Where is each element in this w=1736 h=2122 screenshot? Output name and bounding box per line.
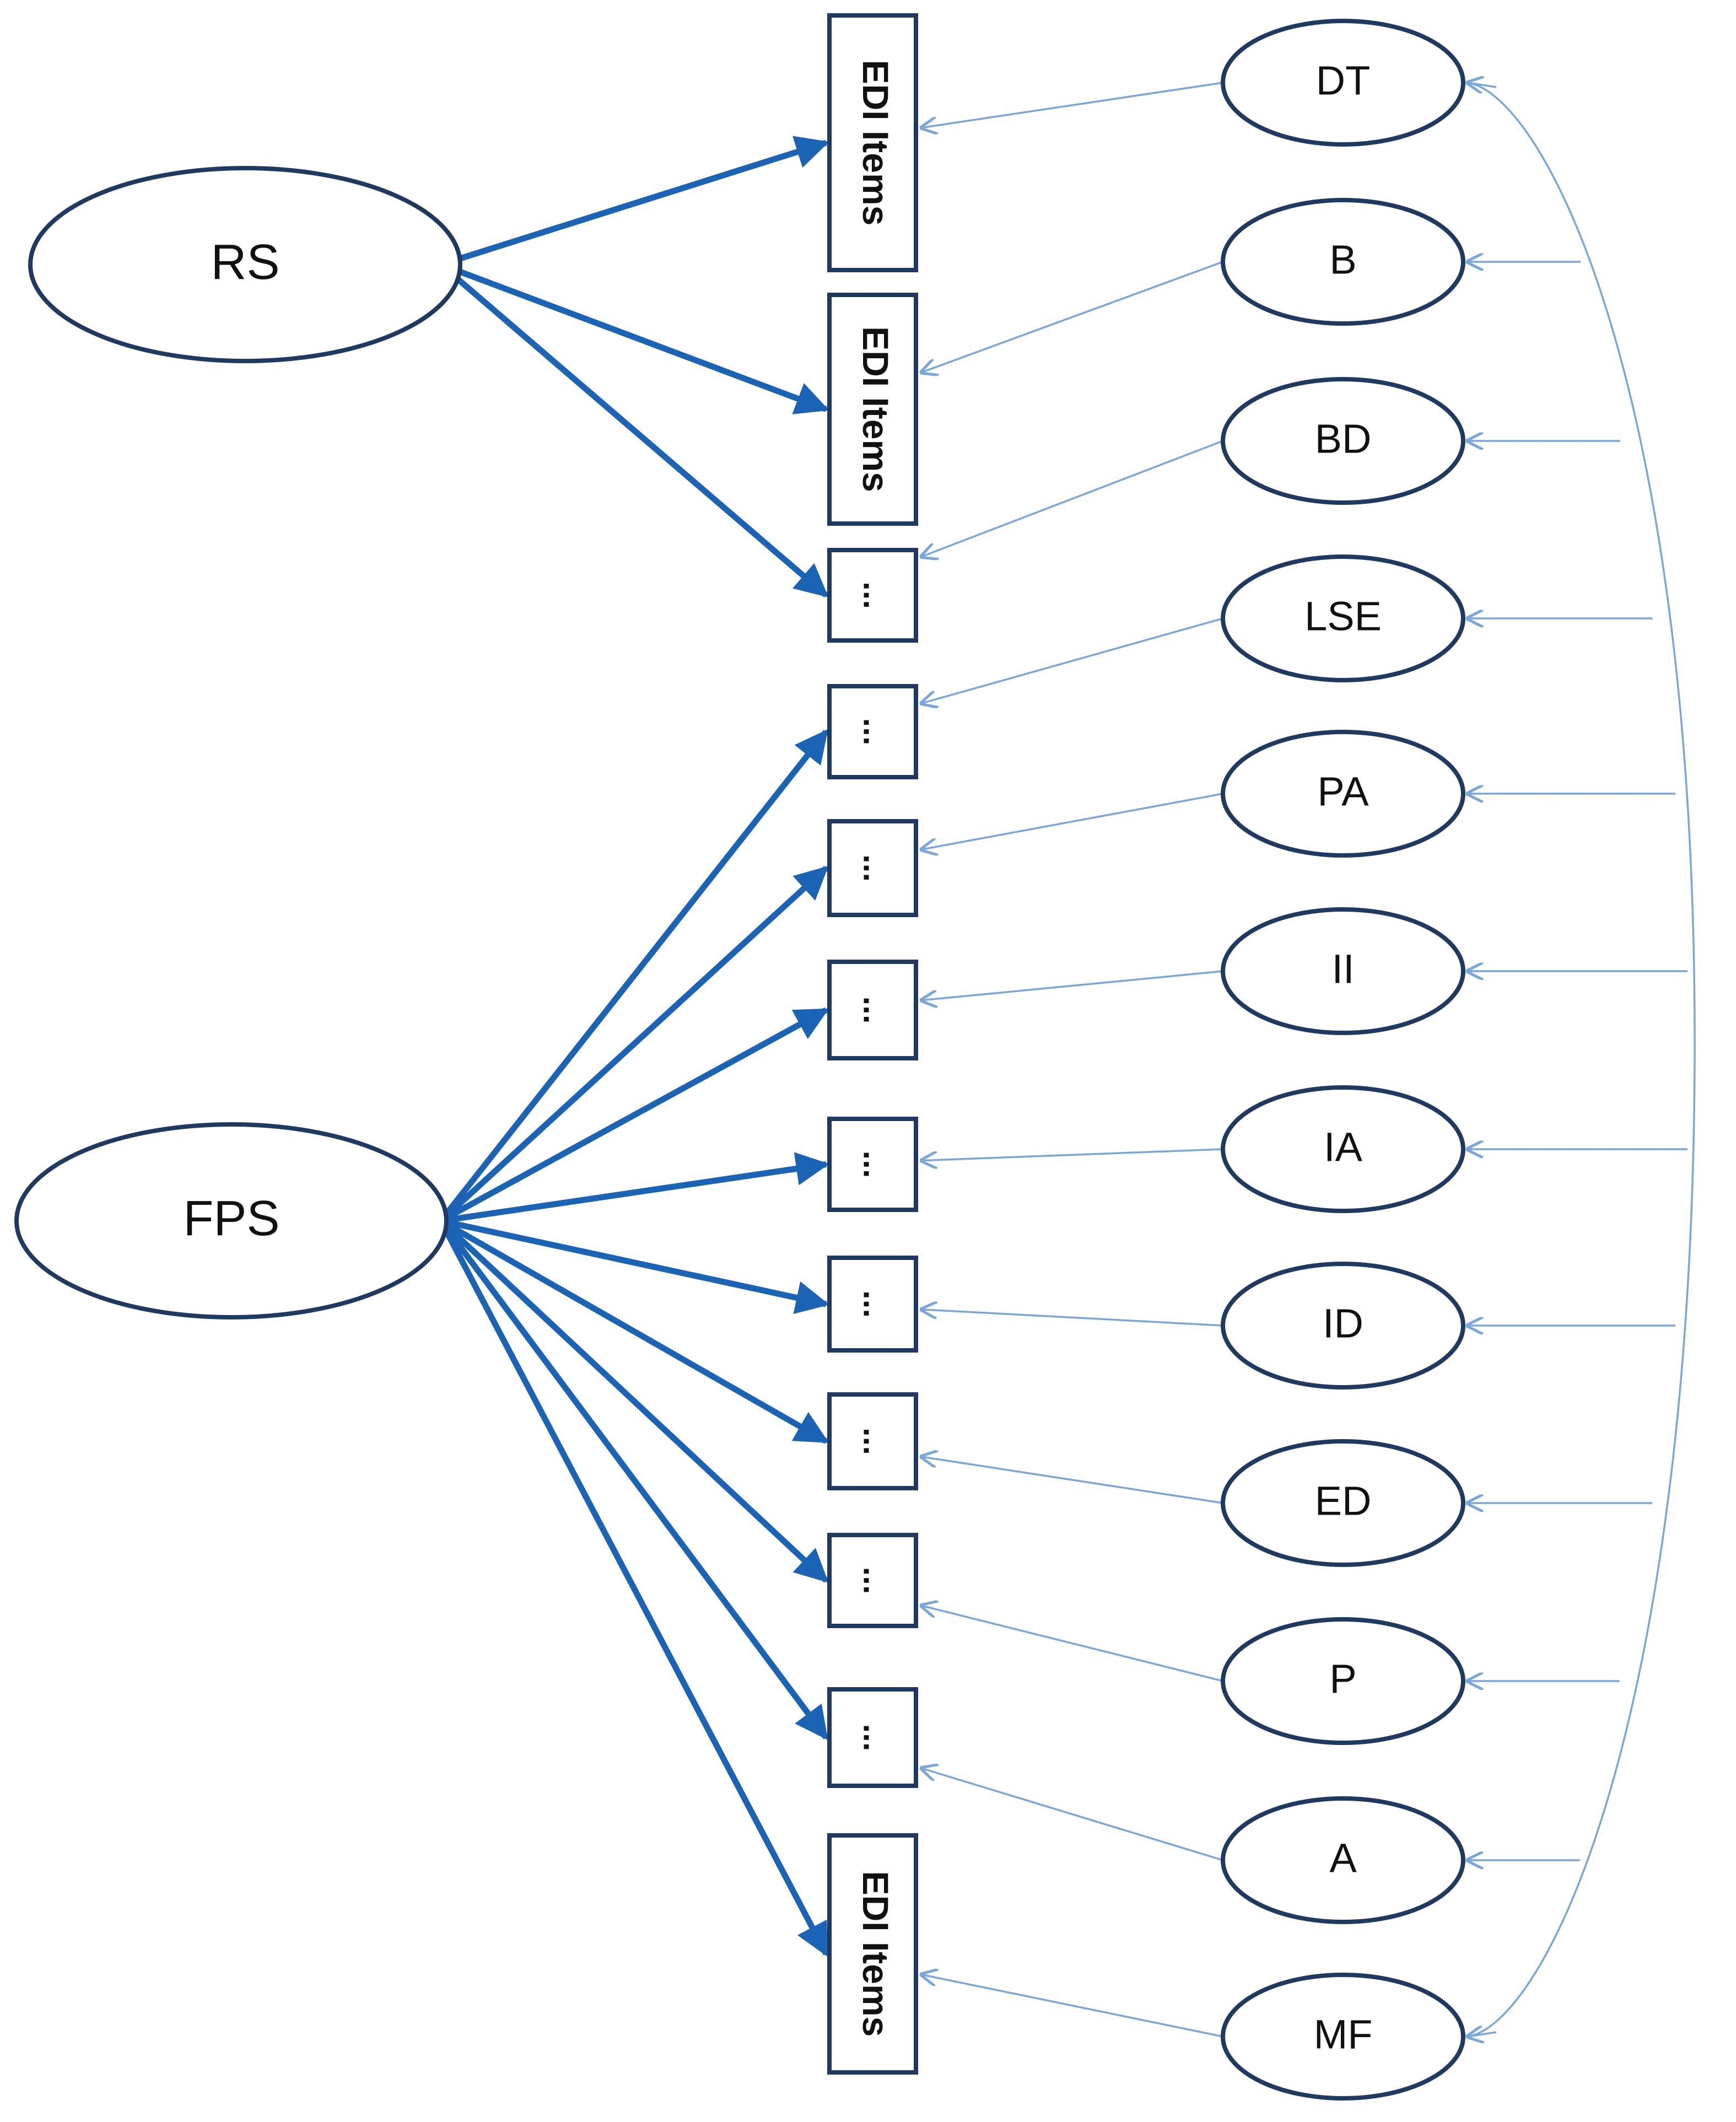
subscale-arrow-ia-item-7 bbox=[921, 1148, 1223, 1161]
loading-arrow-rs-item-3 bbox=[439, 262, 829, 598]
loading-arrow-rs-item-1 bbox=[440, 136, 829, 268]
item-box-8: ... bbox=[827, 1256, 918, 1353]
covariance-arrowhead-bottom bbox=[1468, 2032, 1497, 2037]
subscale-node-id: ID bbox=[1221, 1262, 1465, 1389]
subscale-arrow-dt-item-1 bbox=[921, 82, 1223, 128]
subscale-node-a: A bbox=[1221, 1796, 1465, 1924]
item-label-11: ... bbox=[857, 1724, 894, 1751]
subscale-label-ia: IA bbox=[1324, 1124, 1363, 1170]
subscale-arrow-ed-item-9 bbox=[921, 1457, 1223, 1504]
subscale-label-ed: ED bbox=[1315, 1478, 1372, 1524]
loading-arrow-rs-item-2 bbox=[440, 261, 829, 414]
subscale-label-lse: LSE bbox=[1304, 594, 1382, 639]
subscale-label-ii: II bbox=[1331, 946, 1354, 992]
loading-arrow-fps-item-8 bbox=[440, 1218, 829, 1315]
item-label-4: ... bbox=[857, 718, 894, 745]
subscale-label-bd: BD bbox=[1315, 416, 1372, 462]
subscale-label-p: P bbox=[1329, 1656, 1356, 1702]
subscale-arrow-a-item-11 bbox=[921, 1768, 1223, 1861]
subscale-label-pa: PA bbox=[1317, 769, 1369, 815]
subscale-arrow-bd-item-3 bbox=[921, 440, 1223, 557]
item-box-3: ... bbox=[827, 548, 918, 643]
factor-node-fps: FPS bbox=[14, 1122, 449, 1319]
subscale-node-ii: II bbox=[1221, 907, 1465, 1035]
covariance-curve bbox=[1467, 82, 1696, 2038]
item-label-8: ... bbox=[857, 1290, 894, 1318]
item-label-1: EDI Items bbox=[855, 60, 896, 226]
subscale-label-mf: MF bbox=[1314, 2012, 1373, 2058]
subscale-node-lse: LSE bbox=[1221, 554, 1465, 682]
item-box-11: ... bbox=[827, 1687, 918, 1788]
subscale-arrow-pa-item-5 bbox=[921, 793, 1223, 849]
subscale-node-ed: ED bbox=[1221, 1439, 1465, 1567]
loading-arrow-fps-item-9 bbox=[439, 1218, 829, 1444]
subscale-arrow-b-item-2 bbox=[921, 261, 1223, 373]
item-box-9: ... bbox=[827, 1392, 918, 1490]
factor-label-rs: RS bbox=[211, 235, 279, 290]
item-label-9: ... bbox=[857, 1428, 894, 1455]
item-box-10: ... bbox=[827, 1533, 918, 1628]
subscale-arrow-lse-item-4 bbox=[921, 617, 1223, 703]
subscale-node-ia: IA bbox=[1221, 1085, 1465, 1213]
item-box-5: ... bbox=[827, 819, 918, 917]
subscale-node-mf: MF bbox=[1221, 1973, 1465, 2101]
item-label-12: EDI Items bbox=[855, 1871, 896, 2037]
subscale-label-dt: DT bbox=[1316, 58, 1371, 104]
item-box-2: EDI Items bbox=[827, 293, 918, 526]
subscale-node-dt: DT bbox=[1221, 19, 1465, 147]
subscale-arrow-ii-item-6 bbox=[921, 970, 1223, 1000]
item-label-6: ... bbox=[857, 996, 894, 1024]
item-box-12: EDI Items bbox=[827, 1833, 918, 2075]
loading-arrow-fps-item-4 bbox=[438, 729, 829, 1223]
subscale-node-p: P bbox=[1221, 1617, 1465, 1745]
loading-arrow-fps-item-12 bbox=[438, 1219, 829, 1957]
subscale-node-pa: PA bbox=[1221, 730, 1465, 858]
item-box-6: ... bbox=[827, 960, 918, 1060]
edges-layer bbox=[438, 82, 1696, 2038]
subscale-arrow-id-item-8 bbox=[921, 1310, 1223, 1327]
item-box-7: ... bbox=[827, 1117, 918, 1212]
factor-node-rs: RS bbox=[28, 166, 462, 363]
loading-arrow-fps-item-6 bbox=[439, 1007, 829, 1224]
item-label-2: EDI Items bbox=[855, 326, 896, 492]
subscale-label-id: ID bbox=[1323, 1301, 1363, 1347]
loading-arrow-fps-item-11 bbox=[438, 1219, 829, 1741]
loading-arrow-fps-item-7 bbox=[440, 1152, 829, 1224]
covariance-arrowhead-top bbox=[1468, 83, 1497, 87]
item-label-10: ... bbox=[857, 1566, 894, 1594]
item-box-4: ... bbox=[827, 684, 918, 779]
subscale-node-bd: BD bbox=[1221, 377, 1465, 505]
subscale-node-b: B bbox=[1221, 198, 1465, 326]
loading-arrow-fps-item-10 bbox=[439, 1218, 829, 1583]
subscale-arrow-mf-item-12 bbox=[921, 1975, 1223, 2038]
subscale-arrow-p-item-10 bbox=[921, 1606, 1223, 1682]
subscale-label-a: A bbox=[1329, 1835, 1357, 1881]
item-label-3: ... bbox=[857, 581, 894, 609]
factor-label-fps: FPS bbox=[183, 1191, 279, 1246]
subscale-label-b: B bbox=[1329, 237, 1356, 283]
loading-arrow-fps-item-5 bbox=[439, 865, 829, 1224]
item-box-1: EDI Items bbox=[827, 13, 918, 272]
item-label-5: ... bbox=[857, 854, 894, 882]
item-label-7: ... bbox=[857, 1150, 894, 1178]
